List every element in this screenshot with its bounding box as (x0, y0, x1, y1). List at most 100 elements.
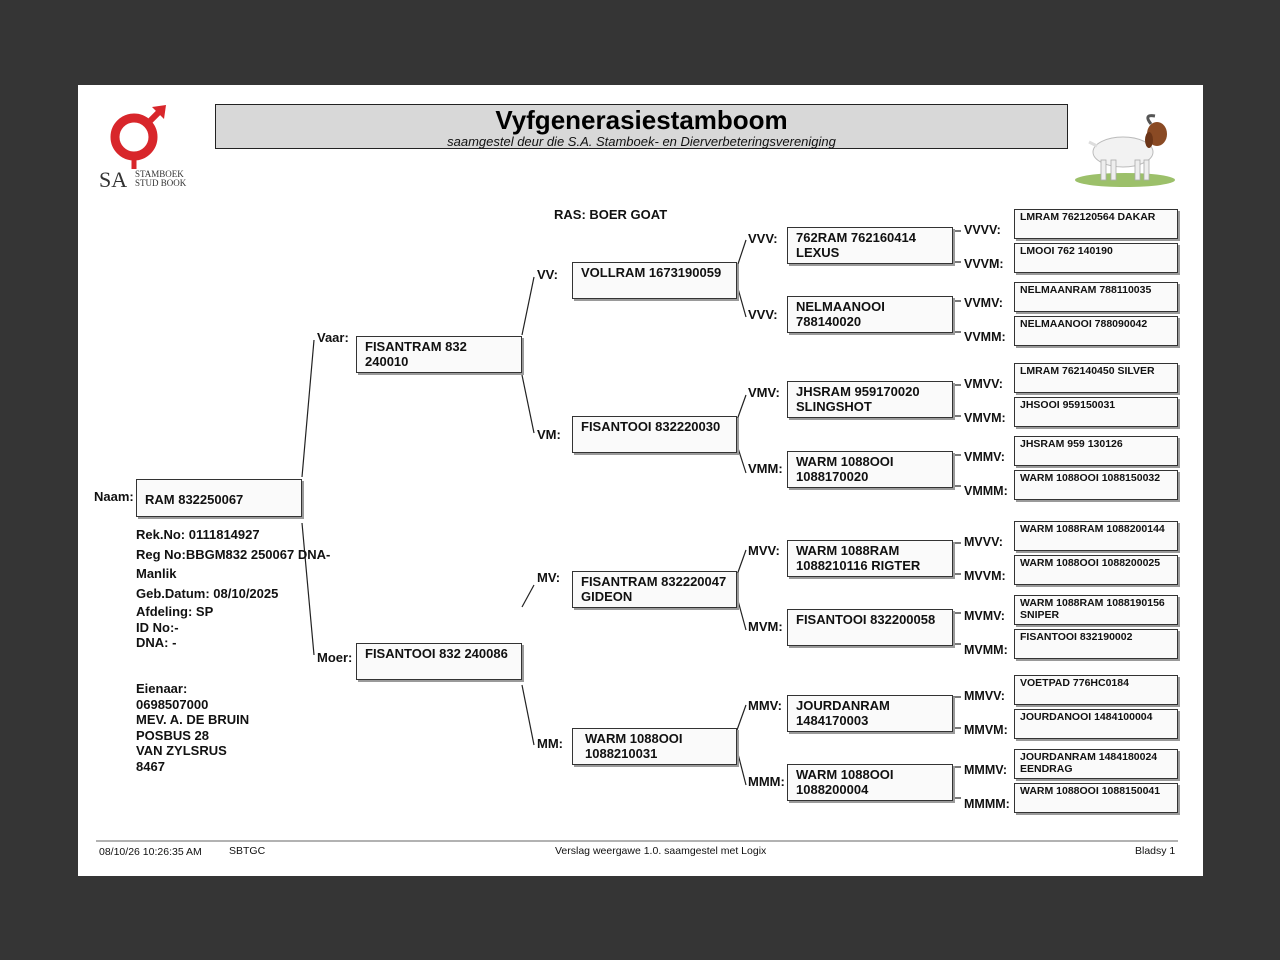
gen4-line2: SNIPER (1020, 608, 1060, 621)
gen4-line1: VOETPAD 776HC0184 (1020, 677, 1129, 689)
animal-details: Rek.No: 0111814927 Reg No:BBGM832 250067… (136, 525, 330, 650)
gen4-box: JHSRAM 959 130126 (1014, 436, 1178, 466)
gen4-box: FISANTOOI 832190002 (1014, 629, 1178, 659)
gen4-label: MVVM: (964, 569, 1006, 583)
vvm-label: VVV: (748, 307, 778, 322)
owner-code: 8467 (136, 758, 165, 774)
id-no: ID No:- (136, 620, 179, 635)
subject-animal-box: RAM 832250067 (136, 479, 302, 517)
vvm-line2: 788140020 (796, 314, 862, 329)
studbook-logo-icon (110, 105, 166, 169)
gen4-box: WARM 1088OOI 1088200025 (1014, 555, 1178, 585)
mmv-box: JOURDANRAM 1484170003 (787, 695, 953, 732)
mm-line1: WARM 1088OOI (585, 731, 683, 746)
vv-box: VOLLRAM 1673190059 (572, 262, 737, 299)
sire-box: FISANTRAM 832 240010 (356, 336, 522, 373)
mvm-box: FISANTOOI 832200058 (787, 609, 953, 646)
logo-line2: STUD BOOK (135, 178, 187, 188)
gen4-box: LMRAM 762120564 DAKAR (1014, 209, 1178, 239)
gen4-line1: JOURDANOOI 1484100004 (1020, 711, 1153, 723)
gen4-box: JOURDANOOI 1484100004 (1014, 709, 1178, 739)
vmm-line1: WARM 1088OOI (796, 454, 894, 469)
logo-line1: STAMBOEK (135, 169, 184, 179)
birth-date: Geb.Datum: 08/10/2025 (136, 585, 279, 601)
goat-icon (1075, 114, 1175, 187)
naam-label: Naam: (94, 489, 134, 504)
title-banner: Vyfgenerasiestamboom saamgestel deur die… (215, 104, 1068, 149)
mvv-label: MVV: (748, 543, 780, 558)
gen4-label: VMVM: (964, 411, 1006, 425)
footer-datetime: 08/10/26 10:26:35 AM (99, 846, 202, 858)
gen4-label: VMVV: (964, 377, 1003, 391)
gen4-label: VVVV: (964, 223, 1001, 237)
owner-address2: VAN ZYLSRUS (136, 743, 227, 758)
pedigree-document: SA STAMBOEK STUD BOOK Vyfgenerasiestambo… (78, 85, 1203, 876)
dam-line1: FISANTOOI 832 240086 (365, 646, 508, 661)
mv-label: MV: (537, 570, 561, 585)
mmv-label: MMV: (748, 698, 782, 713)
gen4-line1: WARM 1088RAM 1088200144 (1020, 523, 1165, 535)
vm-box: FISANTOOI 832220030 (572, 416, 737, 453)
vmm-box: WARM 1088OOI 1088170020 (787, 451, 953, 488)
sire-line1: FISANTRAM 832 (365, 339, 467, 354)
vmv-line1: JHSRAM 959170020 (796, 384, 920, 399)
page-subtitle: saamgestel deur die S.A. Stamboek- en Di… (447, 134, 836, 149)
mm-box: WARM 1088OOI 1088210031 (572, 728, 737, 765)
gen4-label: MVMV: (964, 609, 1005, 623)
vmv-box: JHSRAM 959170020 SLINGSHOT (787, 381, 953, 418)
sire-line2: 240010 (365, 354, 409, 369)
mvv-box: WARM 1088RAM 1088210116 RIGTER (787, 540, 953, 577)
dna: DNA: - (136, 635, 177, 650)
mmm-label: MMM: (748, 774, 785, 789)
pedigree-connectors (96, 230, 1178, 842)
moer-label: Moer: (317, 650, 353, 665)
mv-line1: FISANTRAM 832220047 (581, 574, 727, 589)
vmm-label: VMM: (748, 461, 783, 476)
owner-phone: 0698507000 (136, 696, 209, 712)
afdeling: Afdeling: SP (136, 604, 214, 619)
vvm-line1: NELMAANOOI (796, 299, 885, 314)
mmm-line1: WARM 1088OOI (796, 767, 894, 782)
vm-label: VM: (537, 427, 561, 442)
gen4-label: MVMM: (964, 643, 1008, 657)
subject-animal-name: RAM 832250067 (145, 492, 244, 507)
gen4-line1: NELMAANRAM 788110035 (1020, 284, 1152, 296)
gen4-box: LMOOI 762 140190 (1014, 243, 1178, 273)
footer-code: SBTGC (229, 845, 266, 857)
vv-label: VV: (537, 267, 558, 282)
vm-line1: FISANTOOI 832220030 (581, 419, 721, 434)
gen4-label: VVMV: (964, 296, 1003, 310)
mvv-line2: 1088210116 RIGTER (796, 558, 921, 573)
gen4-box: LMRAM 762140450 SILVER (1014, 363, 1178, 393)
owner-label: Eienaar: (136, 681, 188, 696)
logo-text: STAMBOEK STUD BOOK (135, 170, 186, 188)
gen4-line1: JOURDANRAM 1484180024 (1020, 751, 1158, 763)
sex: Manlik (136, 566, 177, 581)
mmv-line2: 1484170003 (796, 713, 869, 728)
gen4-line1: FISANTOOI 832190002 (1020, 631, 1133, 643)
reg-no: Reg No:BBGM832 250067 DNA- (136, 546, 331, 562)
gen4-line1: WARM 1088OOI 1088150041 (1020, 785, 1161, 797)
owner-address1: POSBUS 28 (136, 727, 209, 743)
logo-sa: SA (99, 167, 128, 192)
vv-line1: VOLLRAM 1673190059 (581, 265, 722, 280)
gen4-line1: LMRAM 762120564 DAKAR (1020, 211, 1156, 223)
vmv-line2: SLINGSHOT (796, 399, 872, 414)
gen4-box: WARM 1088OOI 1088150032 (1014, 470, 1178, 500)
gen4-label: VVMM: (964, 330, 1006, 344)
mm-line2: 1088210031 (585, 746, 658, 761)
mvm-label: MVM: (748, 619, 783, 634)
mvv-line1: WARM 1088RAM (796, 543, 900, 558)
gen4-box: NELMAANRAM 788110035 (1014, 282, 1178, 312)
gen4-line1: JHSOOI 959150031 (1020, 399, 1116, 411)
gen4-label: VMMV: (964, 450, 1005, 464)
studbook-logo: SA STAMBOEK STUD BOOK (96, 105, 191, 195)
gen4-label: MMMV: (964, 763, 1008, 777)
owner-name: MEV. A. DE BRUIN (136, 712, 250, 727)
vmm-line2: 1088170020 (796, 469, 869, 484)
page-title: Vyfgenerasiestamboom (495, 105, 788, 135)
gen4-line1: WARM 1088RAM 1088190156 (1020, 597, 1165, 609)
mv-line2: GIDEON (581, 589, 633, 604)
